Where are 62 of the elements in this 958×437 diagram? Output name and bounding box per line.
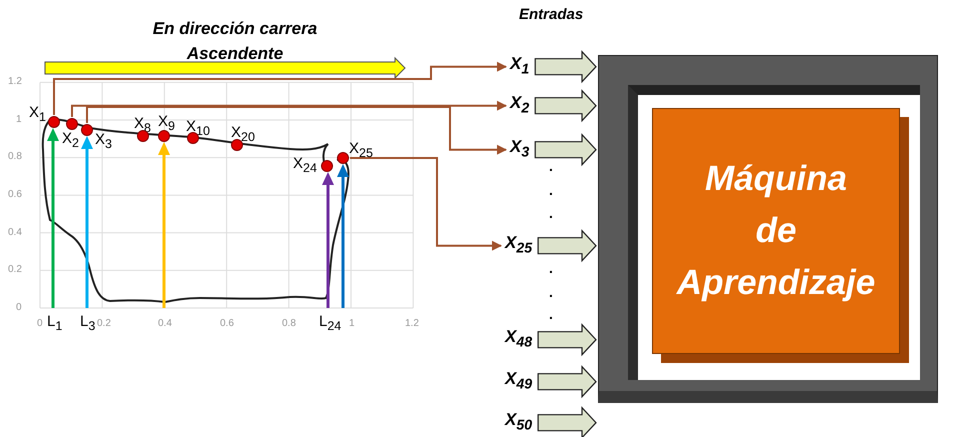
ellipsis-dot: . xyxy=(549,182,553,198)
point-label: X$_{25}$ xyxy=(349,140,373,160)
line-label: L$_{24}$ xyxy=(319,313,342,333)
arrow xyxy=(86,106,507,155)
axis-tick: 0.4 xyxy=(8,227,22,238)
arrow xyxy=(350,157,502,251)
line-label: L$_{1}$ xyxy=(47,313,62,333)
input-label: X$_{1}$ xyxy=(510,54,530,80)
axis-tick: 1 xyxy=(349,318,355,329)
axis-tick: 0.6 xyxy=(8,189,22,200)
input-label: X$_{49}$ xyxy=(505,369,532,394)
axis-tick: 0 xyxy=(37,318,43,329)
point-marker xyxy=(81,124,93,136)
input-label: X$_{25}$ xyxy=(505,233,532,258)
axis-tick: 0.8 xyxy=(8,151,22,162)
axis-tick: 0.6 xyxy=(220,318,234,329)
point-marker xyxy=(66,118,78,130)
arrow-caption: En dirección carrera Ascendente xyxy=(152,18,318,65)
block-arrow xyxy=(534,50,597,84)
input-label: X$_{50}$ xyxy=(505,410,532,436)
axis-tick: 0.4 xyxy=(158,318,172,329)
axis-tick: 1 xyxy=(16,114,22,125)
ellipsis-dot: . xyxy=(549,284,553,300)
point-label: X$_{10}$ xyxy=(186,118,210,138)
block-arrow xyxy=(538,365,597,398)
ellipsis-dot: . xyxy=(549,158,553,174)
axis-tick: 1.2 xyxy=(405,318,419,329)
axis-tick: 1.2 xyxy=(8,76,22,87)
block-arrow xyxy=(534,133,597,166)
block-arrow xyxy=(538,406,597,437)
ellipsis-dot: . xyxy=(549,205,553,221)
block-arrow xyxy=(534,89,597,122)
axis-tick: 0.2 xyxy=(8,264,22,275)
axis-tick: 0 xyxy=(16,302,22,313)
block-arrow xyxy=(538,323,597,356)
input-label: X$_{3}$ xyxy=(510,137,530,162)
point-label: X$_{8}$ xyxy=(134,115,151,135)
arrow xyxy=(53,62,507,115)
point-label: X$_{9}$ xyxy=(158,113,175,133)
point-label: X$_{24}$ xyxy=(293,155,317,175)
machine-label: Máquina de Aprendizaje xyxy=(675,158,876,304)
line-label: L$_{3}$ xyxy=(80,313,96,333)
point-marker xyxy=(231,139,243,151)
ellipsis-dot: . xyxy=(549,306,553,322)
point-marker xyxy=(158,130,170,142)
machine-frame xyxy=(598,55,938,403)
input-label: X$_{48}$ xyxy=(505,327,532,352)
point-marker xyxy=(337,152,349,164)
point-label: X$_{3}$ xyxy=(95,131,112,151)
point-label: X$_{1}$ xyxy=(29,104,46,124)
ellipsis-dot: . xyxy=(549,260,553,276)
point-label: X$_{20}$ xyxy=(231,124,255,144)
point-marker xyxy=(187,132,199,144)
input-label: X$_{2}$ xyxy=(510,93,530,118)
axis-tick: 0.8 xyxy=(282,318,296,329)
column-heading: Entradas xyxy=(519,6,584,23)
point-marker xyxy=(48,116,60,128)
arrow xyxy=(71,100,507,117)
point-label: X$_{2}$ xyxy=(62,130,79,150)
block-arrow xyxy=(538,229,597,262)
axis-tick: 0.2 xyxy=(97,318,111,329)
point-marker xyxy=(321,160,333,172)
